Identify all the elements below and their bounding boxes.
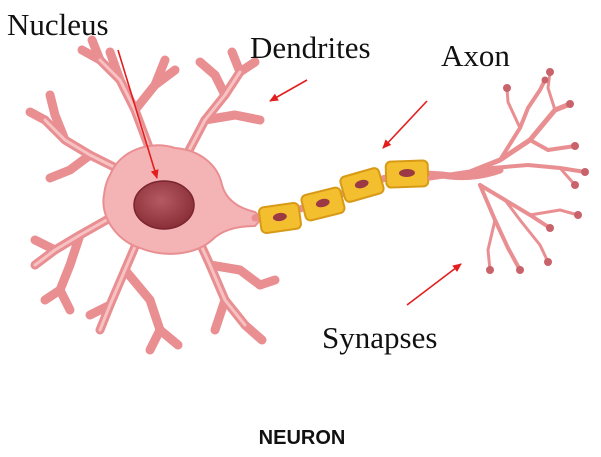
dendrites [25, 35, 280, 355]
nucleus [133, 180, 195, 230]
synapses-arrow [406, 263, 462, 306]
nucleus-label: Nucleus [7, 7, 109, 42]
myelin-sheath [258, 159, 430, 235]
axon-arrow [382, 100, 428, 149]
nucleus-arrow [117, 49, 159, 179]
pointer-arrows [117, 49, 462, 306]
synapses-label: Synapses [322, 320, 437, 355]
axon-label: Axon [441, 38, 510, 73]
dendrites-arrow [269, 79, 308, 102]
dendrites-label: Dendrites [250, 30, 371, 65]
diagram-title: NEURON [259, 427, 346, 449]
axon-terminals [427, 68, 589, 274]
